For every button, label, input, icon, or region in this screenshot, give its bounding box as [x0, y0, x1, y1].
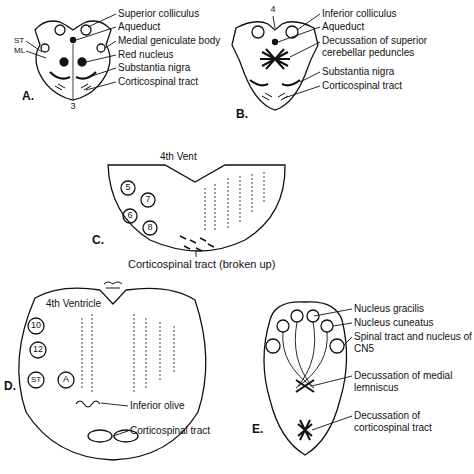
nucleus-circle: [121, 181, 135, 195]
midline: [73, 44, 74, 100]
midbrain-outline: [35, 21, 111, 100]
panel-letter: C.: [92, 234, 104, 248]
geniculate-body: [41, 44, 49, 52]
column-text-marks: [205, 172, 264, 232]
structure-label: 4th Vent: [160, 151, 197, 163]
structure-label: Medial geniculate body: [118, 35, 220, 47]
nerve-number: 3: [65, 101, 81, 111]
structure-label: Decussation of medial lemniscus: [354, 370, 472, 393]
inferior-olive: [76, 401, 100, 407]
aqueduct: [273, 40, 278, 45]
dorsal-column-nucleus: [321, 320, 333, 332]
leader-line: [273, 14, 320, 98]
trigeminal-nucleus: [330, 339, 344, 353]
leader-line: [101, 403, 128, 436]
structure-label: Corticospinal tract: [118, 76, 198, 88]
column-text-marks: [82, 314, 174, 392]
structure-label: Aqueduct: [322, 21, 364, 33]
structure-label: Corticospinal tract: [130, 425, 210, 437]
nucleus-circle: [28, 318, 44, 334]
dorsal-column-nucleus: [277, 320, 289, 332]
trigeminal-nucleus: [266, 339, 280, 353]
nucleus-circle: [30, 342, 46, 358]
structure-label: Nucleus gracilis: [354, 303, 424, 315]
ventricle-mark: [104, 282, 122, 288]
broken-tract: [180, 236, 214, 251]
structure-label: 4th Ventricle: [46, 298, 101, 310]
nucleus-circle: [58, 372, 74, 388]
structure-label: Substantia nigra: [118, 62, 190, 74]
red-nucleus: [78, 58, 86, 66]
colliculus: [252, 26, 264, 38]
tract-abbreviation: ST: [14, 36, 24, 45]
nerve-number: 5: [120, 182, 136, 192]
structure-label: Red nucleus: [118, 49, 174, 61]
nucleus-circle: [143, 221, 157, 235]
leader-line: [312, 309, 352, 430]
structure-label: Inferior colliculus: [322, 8, 396, 20]
panel-letter: A.: [22, 90, 34, 104]
dorsal-column-nucleus: [291, 310, 303, 322]
panel-letter: E.: [252, 423, 263, 437]
structure-label: Aqueduct: [118, 21, 160, 33]
nucleus-circle: [123, 209, 137, 223]
structure-label: Spinal tract and nucleus of CN5: [354, 331, 472, 354]
decussation-hatch: [296, 380, 314, 440]
aqueduct: [71, 38, 76, 43]
dorsal-column-nucleus: [307, 310, 319, 322]
substantia-nigra: [250, 80, 300, 85]
decussation-hatch: [260, 49, 290, 69]
tract-abbreviation: A: [58, 374, 74, 384]
internal-arcuate-fibers: [283, 322, 327, 388]
nerve-number: 12: [30, 344, 46, 354]
pons-outline: [108, 165, 285, 251]
structure-label: Decussation of superior cerebellar pedun…: [322, 35, 462, 58]
structure-label: Inferior olive: [130, 400, 184, 412]
nerve-number: 7: [140, 194, 156, 204]
panel-letter: D.: [4, 380, 16, 394]
leader-line: [26, 14, 116, 90]
leader-line: [196, 250, 197, 257]
nucleus-circle: [28, 372, 44, 388]
structure-label: Corticospinal tract (broken up): [128, 258, 275, 271]
tract-abbreviation: ST: [28, 375, 44, 384]
colliculus: [55, 25, 65, 35]
structure-label: Substantia nigra: [322, 66, 394, 78]
panel-letter: B.: [236, 108, 248, 122]
red-nucleus: [60, 58, 68, 66]
structure-label: Nucleus cuneatus: [354, 317, 434, 329]
pyramid: [88, 430, 112, 442]
structure-label: Superior colliculus: [118, 8, 199, 20]
tract-abbreviation: ML: [14, 46, 25, 55]
geniculate-body: [97, 44, 105, 52]
midbrain-outline: [232, 22, 318, 110]
structure-label: Decussation of corticospinal tract: [354, 410, 472, 433]
nucleus-circle: [141, 193, 155, 207]
ventricle-number: 4: [265, 4, 281, 14]
nerve-number: 6: [122, 210, 138, 220]
nerve-number: 8: [142, 222, 158, 232]
medulla-outline: [264, 302, 347, 455]
tract-hatch: [262, 93, 288, 100]
colliculus: [286, 26, 298, 38]
structure-label: Corticospinal tract: [322, 80, 402, 92]
nerve-number: 10: [28, 320, 44, 330]
